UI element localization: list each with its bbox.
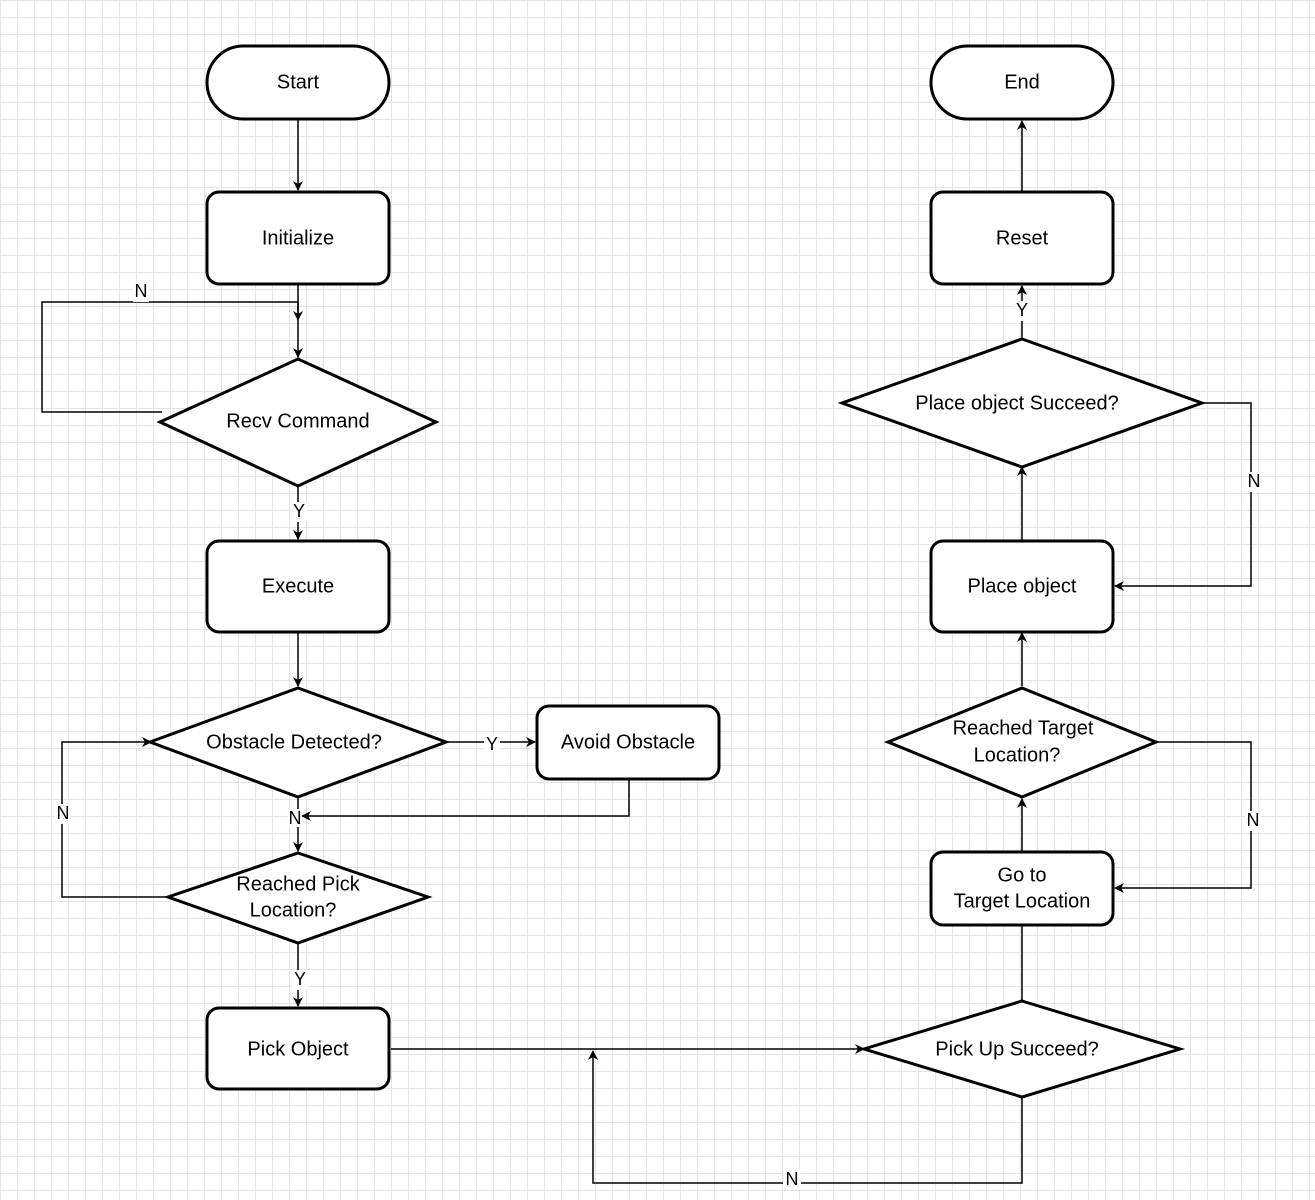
reset-label: Reset [996,227,1049,249]
edge-reached-pick-loop-no [61,737,170,898]
obstacle-detected-decision: Obstacle Detected? [145,686,451,799]
edge-label-reached-pick-yes: Y [294,969,306,989]
pick-up-succeed-decision: Pick Up Succeed? [858,999,1186,1099]
go-to-target-label-line2: Target Location [954,890,1091,912]
avoid-obstacle-label: Avoid Obstacle [561,731,695,753]
pick-object-label: Pick Object [247,1038,349,1060]
initialize-label: Initialize [262,227,334,249]
edges [41,119,1252,1184]
pick-object-node: Pick Object [205,1006,391,1091]
start-node: Start [205,44,391,121]
edge-pick-up-loop-no [588,1050,1023,1184]
initialize-node: Initialize [205,190,391,286]
edge-label-reached-pick-no: N [57,803,70,823]
end-label: End [1004,71,1040,93]
execute-label: Execute [262,575,334,597]
edge-reached-target-loop-no [1114,741,1252,893]
reached-target-label-line1: Reached Target [953,717,1094,739]
reached-target-label-line2: Location? [974,744,1061,766]
go-to-target-label-line1: Go to [998,864,1047,886]
reached-pick-label-line1: Reached Pick [236,873,360,895]
edge-avoid-return [301,779,630,821]
edge-label-place-no: N [1248,471,1261,491]
edge-label-reached-target-no: N [1247,810,1260,830]
go-to-target-node: Go to Target Location [929,850,1115,927]
edge-label-recv-yes: Y [293,501,305,521]
edge-labels: N Y Y N N Y N N N Y [55,281,1262,1190]
edge-label-obstacle-no: N [289,808,302,828]
edge-label-place-yes: Y [1016,300,1028,320]
place-object-succeed-decision: Place object Succeed? [837,337,1207,469]
avoid-obstacle-node: Avoid Obstacle [535,704,721,781]
end-node: End [929,44,1115,121]
execute-node: Execute [205,539,391,634]
recv-command-decision: Recv Command [156,357,440,488]
recv-command-label: Recv Command [226,410,369,432]
pick-up-succeed-label: Pick Up Succeed? [935,1038,1098,1060]
place-object-label: Place object [968,575,1077,597]
place-succeed-label: Place object Succeed? [915,392,1118,414]
start-label: Start [277,71,320,93]
edge-recv-loop-no [41,301,303,413]
obstacle-detected-label: Obstacle Detected? [206,731,382,753]
edge-label-recv-no: N [135,281,148,301]
edge-place-succeed-loop-no [1114,402,1252,591]
reached-pick-location-decision: Reached Pick Location? [163,851,433,945]
reached-pick-label-line2: Location? [250,899,337,921]
place-object-node: Place object [929,539,1115,634]
edge-label-obstacle-yes: Y [486,734,498,754]
reached-target-location-decision: Reached Target Location? [884,686,1160,799]
edge-label-pick-up-no: N [786,1169,799,1189]
reset-node: Reset [929,190,1115,286]
